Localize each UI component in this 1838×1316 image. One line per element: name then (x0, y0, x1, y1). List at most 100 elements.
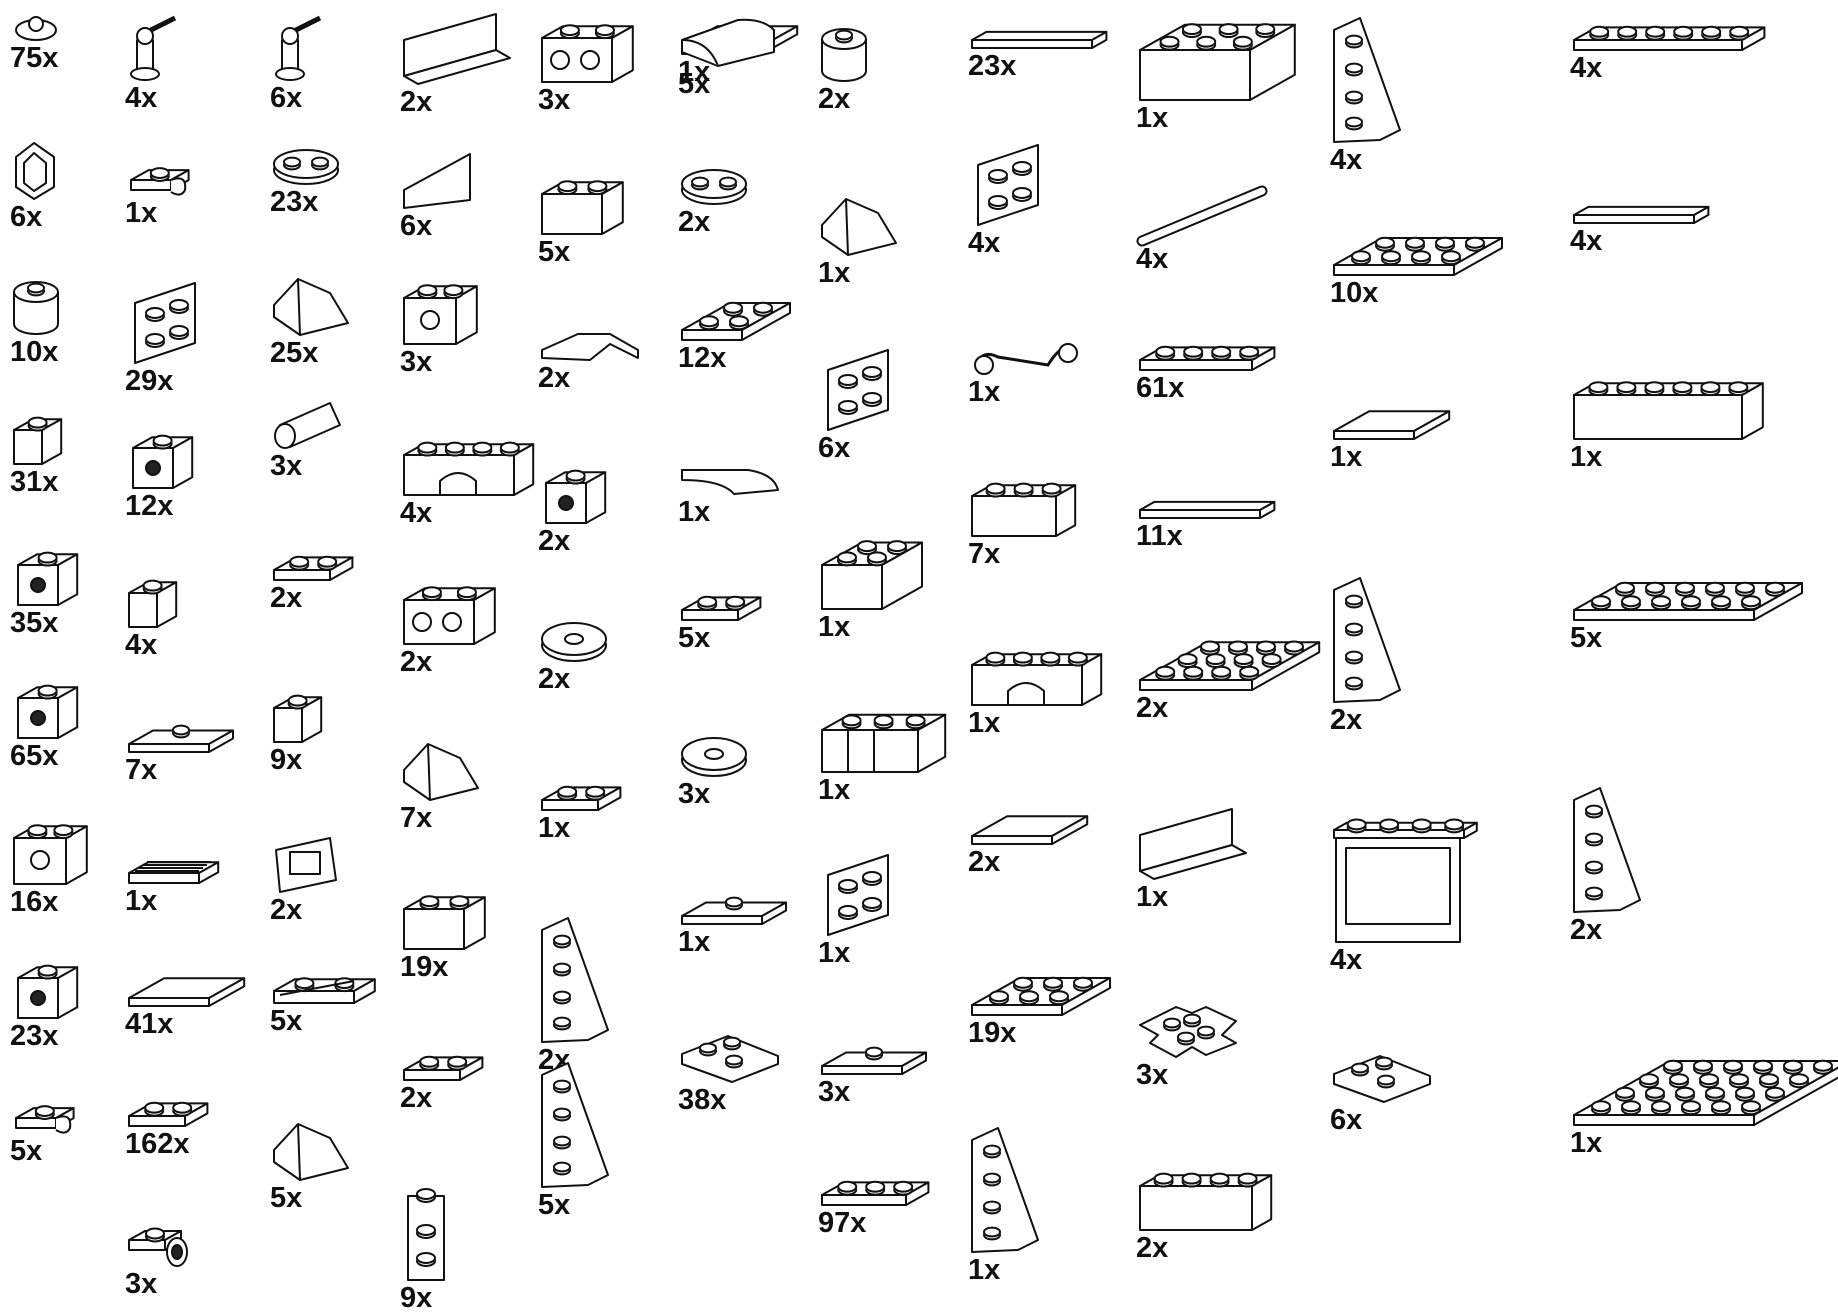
part-entry: 5x (270, 1110, 352, 1184)
part-entry: 2x (538, 320, 642, 364)
part-entry: 1x (678, 880, 790, 928)
part-quantity: 2x (678, 208, 710, 237)
part-quantity: 1x (818, 776, 850, 805)
brick-hole-icon (10, 810, 91, 888)
part-entry: 11x (1136, 480, 1279, 522)
part-quantity: 5x (678, 70, 710, 99)
part-entry: 6x (400, 150, 474, 212)
wedge-plate-icon (1330, 570, 1404, 706)
bracket-icon (818, 350, 892, 434)
part-quantity: 4x (1570, 227, 1602, 256)
part-quantity: 2x (538, 665, 570, 694)
plate-2x2-icon (678, 290, 794, 345)
part-entry: 3x (818, 1030, 930, 1078)
part-quantity: 75x (10, 44, 58, 73)
side-stud-icon (10, 950, 82, 1022)
part-entry: 2x (1570, 780, 1644, 916)
part-entry: 3x (678, 730, 750, 780)
part-entry: 1x (1570, 365, 1767, 443)
part-quantity: 1x (818, 939, 850, 968)
part-quantity: 1x (968, 1256, 1000, 1285)
part-quantity: 29x (125, 367, 173, 396)
cylinder-icon (270, 395, 344, 452)
arch-icon (968, 635, 1106, 709)
bracket-icon (818, 855, 892, 939)
part-quantity: 4x (968, 229, 1000, 258)
part-quantity: 2x (400, 648, 432, 677)
part-entry: 5x (678, 580, 765, 624)
bar-pin-icon (270, 10, 324, 84)
slope-icon (270, 1110, 352, 1184)
part-entry: 4x (1136, 185, 1266, 245)
hex-block-icon (10, 135, 58, 203)
side-stud-icon (10, 670, 82, 742)
part-entry: 6x (270, 10, 324, 84)
hinge-icon (270, 830, 340, 896)
part-entry: 19x (968, 965, 1114, 1020)
part-entry: 4x (1570, 10, 1769, 54)
part-quantity: 9x (270, 746, 302, 775)
part-quantity: 1x (1136, 883, 1168, 912)
round-tile-hole-icon (678, 730, 750, 780)
brick-2x1-tall-icon (400, 1180, 448, 1284)
plate-corner-icon (678, 1020, 782, 1086)
part-quantity: 19x (400, 953, 448, 982)
part-quantity: 5x (10, 1137, 42, 1166)
part-quantity: 16x (10, 888, 58, 917)
part-entry: 2x (1136, 630, 1324, 695)
part-entry: 3x (1136, 985, 1240, 1061)
part-entry: 75x (10, 10, 60, 44)
part-entry: 2x (538, 455, 610, 527)
part-entry: 65x (10, 670, 82, 742)
part-entry: 1x (818, 690, 950, 776)
curved-tile-icon (678, 450, 782, 498)
part-entry: 9x (270, 680, 326, 746)
part-entry: 10x (1330, 225, 1506, 280)
part-entry: 2x (400, 572, 499, 648)
tile-long-icon (968, 10, 1111, 52)
slope-icon (270, 265, 352, 339)
part-quantity: 6x (1330, 1106, 1362, 1135)
part-quantity: 2x (538, 527, 570, 556)
part-quantity: 5x (538, 1191, 570, 1220)
plate-1x2-icon (125, 1086, 212, 1130)
part-entry: 1x (968, 1120, 1042, 1256)
part-entry: 3x (538, 10, 637, 86)
part-entry: 1x (968, 335, 1081, 378)
part-quantity: 4x (1330, 146, 1362, 175)
part-quantity: 2x (400, 1084, 432, 1113)
wheel-holder-icon (125, 1210, 191, 1270)
part-quantity: 7x (968, 540, 1000, 569)
part-quantity: 5x (270, 1184, 302, 1213)
bracket-icon (968, 145, 1042, 229)
plate-1x6-icon (1570, 10, 1769, 54)
plate-1x2-icon (270, 540, 357, 584)
technic-brick-icon (538, 10, 637, 86)
brick-2x3-icon (1136, 10, 1299, 104)
part-entry: 31x (10, 402, 66, 468)
part-quantity: 3x (818, 1078, 850, 1107)
part-entry: 3x (400, 270, 481, 348)
part-entry: 1x (1570, 1055, 1838, 1129)
brick-1x6-icon (1570, 365, 1767, 443)
part-entry: 4x (1570, 185, 1713, 227)
part-entry: 23x (270, 140, 342, 188)
part-entry: 6x (818, 350, 892, 434)
part-entry: 2x (400, 1040, 487, 1084)
round-plate-2-icon (678, 160, 750, 208)
part-quantity: 2x (1570, 916, 1602, 945)
part-quantity: 4x (1136, 245, 1168, 274)
tile-corner-icon (538, 320, 642, 364)
wedge-plate-icon (1330, 10, 1404, 146)
clip-round-icon (10, 10, 60, 44)
part-quantity: 1x (968, 378, 1000, 407)
part-entry: 1x (818, 855, 892, 939)
plate-1x2-icon (538, 770, 625, 814)
part-quantity: 1x (968, 709, 1000, 738)
plate-2x3-icon (968, 965, 1114, 1020)
part-entry: 3x (270, 395, 344, 452)
part-quantity: 9x (400, 1284, 432, 1313)
plate-1x2-icon (400, 1040, 487, 1084)
window-icon (1330, 800, 1481, 947)
